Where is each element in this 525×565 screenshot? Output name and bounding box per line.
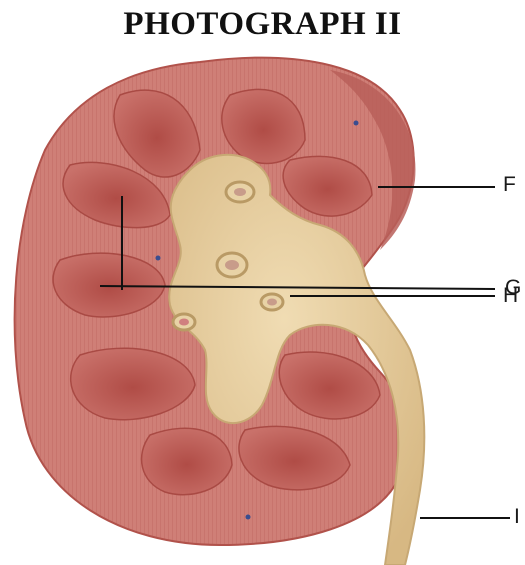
label-h: H: [503, 284, 518, 308]
label-i: I: [514, 505, 520, 529]
label-f: F: [503, 173, 516, 197]
